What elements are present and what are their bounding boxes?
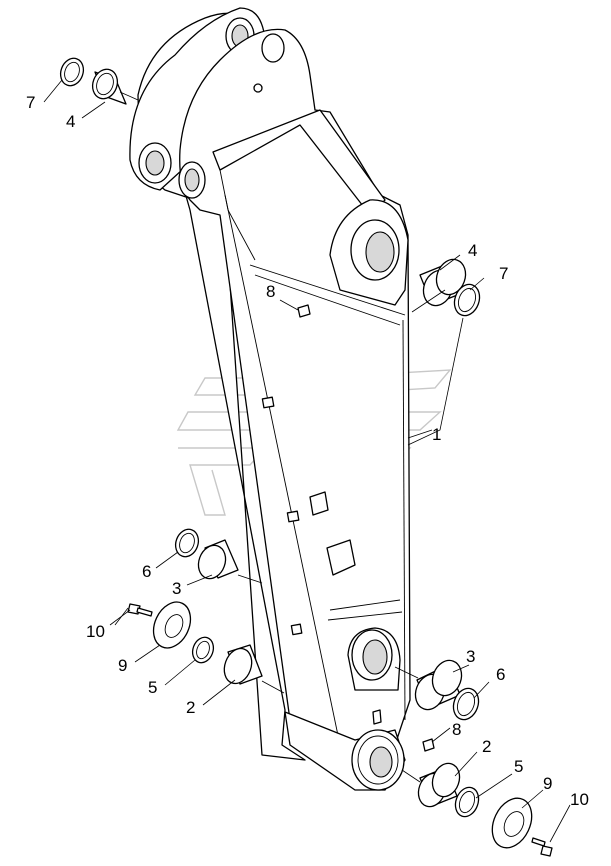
clip-bracket-b [286, 510, 300, 523]
leader-lines [43, 79, 571, 843]
seal-part-6-left [174, 528, 200, 558]
callout-2-right: 2 [482, 737, 491, 756]
seal-part-7-top [59, 57, 85, 87]
bottom-pin-ring [357, 735, 399, 785]
bushing-part-4-right [419, 258, 467, 307]
fitting-part-8-mid [297, 304, 311, 318]
front-lower-lug-bore [184, 168, 200, 192]
callout-1: 1 [432, 425, 441, 444]
top-pin-hole-b [261, 33, 285, 63]
callout-9-right: 9 [543, 774, 552, 793]
callout-3-right: 3 [466, 647, 475, 666]
lower-middle-pin-bore [362, 639, 388, 675]
callout-5-right: 5 [514, 757, 523, 776]
bolt-part-10-right [531, 837, 553, 857]
callout-5-left: 5 [148, 678, 157, 697]
seal-part-5-right [454, 786, 480, 818]
middle-pin-bore [365, 231, 395, 273]
callout-7-right: 7 [499, 264, 508, 283]
boom-inner-edge [224, 194, 341, 746]
clip-bracket-c [309, 491, 329, 516]
upper-left-pin-bore [145, 150, 165, 176]
bushing-part-3-right [414, 659, 463, 711]
callout-6-left: 6 [142, 562, 151, 581]
web-line-c [329, 599, 401, 611]
callout-8-mid: 8 [266, 282, 275, 301]
callout-9-left: 9 [118, 656, 127, 675]
web-line-d [327, 611, 403, 621]
bushing-part-2-left [223, 644, 263, 685]
bottom-pin-bore [369, 746, 393, 778]
callout-4-right: 4 [468, 241, 477, 260]
callout-10-left: 10 [86, 622, 105, 641]
clip-bracket-d [290, 623, 303, 636]
callout-10-right: 10 [570, 790, 589, 809]
plate-part-9-left [152, 601, 192, 649]
web-line-b [254, 274, 401, 326]
plate-part-9-right [491, 797, 533, 849]
callout-4-top: 4 [66, 112, 75, 131]
access-plate [326, 539, 356, 576]
seal-part-5-left [191, 636, 215, 664]
grease-port [253, 83, 263, 93]
web-line-a [249, 264, 406, 316]
bushing-part-2-right [417, 762, 461, 808]
lug-tab [372, 709, 382, 725]
callout-8-bottom: 8 [452, 720, 461, 739]
callout-3-left: 3 [172, 579, 181, 598]
bushing-part-4-top [91, 68, 127, 105]
callout-7-top: 7 [26, 93, 35, 112]
callout-2-left: 2 [186, 698, 195, 717]
bolt-part-10-left [127, 603, 153, 617]
callout-labels: 7 4 4 7 8 1 6 3 10 9 5 2 3 6 8 2 5 9 10 [26, 93, 589, 809]
seal-part-6-right [452, 687, 480, 721]
clip-bracket-a [261, 396, 275, 409]
bushing-part-3-left [197, 539, 239, 580]
boom-right-edge-inner [402, 319, 406, 721]
fitting-part-8-bottom [422, 738, 435, 752]
callout-6-right: 6 [496, 665, 505, 684]
boom-part-1 [129, 7, 411, 791]
